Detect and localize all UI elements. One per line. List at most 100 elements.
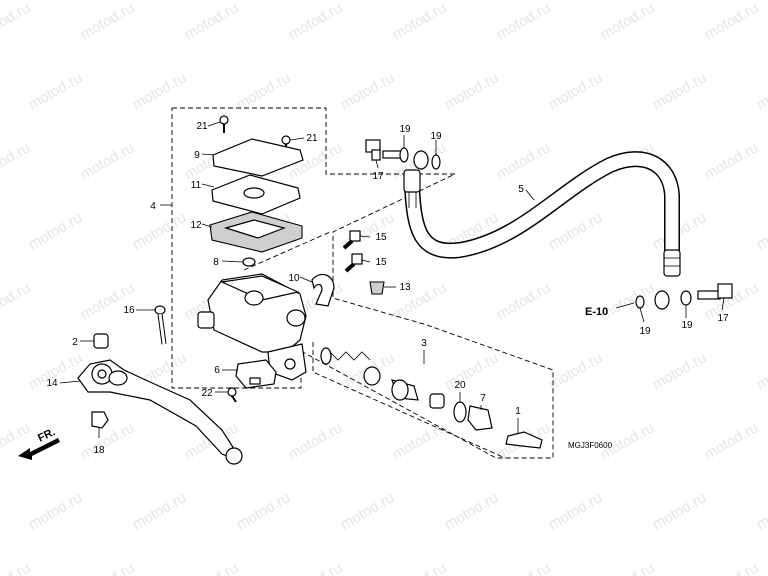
watermark-text: motod.ru bbox=[546, 209, 606, 253]
watermark-text: motod.ru bbox=[754, 69, 768, 113]
callout-10: 10 bbox=[288, 273, 300, 284]
pivot-bolt bbox=[154, 305, 167, 345]
hose-fitting-lower bbox=[663, 249, 681, 277]
watermark-text: motod.ru bbox=[234, 489, 294, 533]
push-rod bbox=[505, 431, 543, 449]
watermark-text: motod.ru bbox=[702, 139, 762, 183]
rubber-cap bbox=[369, 281, 385, 295]
pivot-collar bbox=[93, 333, 109, 349]
callout-6: 6 bbox=[214, 365, 220, 376]
watermark-text: motod.ru bbox=[78, 0, 138, 43]
callout-layer: 21 21 9 11 12 4 8 10 16 2 14 18 6 22 3 2… bbox=[46, 121, 729, 456]
callout-19: 19 bbox=[399, 124, 411, 135]
piston-boot bbox=[467, 405, 493, 431]
watermark-text: motod.ru bbox=[650, 69, 710, 113]
leader-lines bbox=[59, 121, 725, 438]
watermark-text: motod.ru bbox=[130, 209, 190, 253]
watermark-text: motod.ru bbox=[130, 69, 190, 113]
callout-3: 3 bbox=[421, 338, 427, 349]
callout-13: 13 bbox=[399, 282, 411, 293]
watermark-text: motod.ru bbox=[598, 0, 658, 43]
upper-banjo-group bbox=[365, 139, 441, 170]
watermark-text: motod.ru bbox=[702, 419, 762, 463]
watermark-text: motod.ru bbox=[754, 489, 768, 533]
callout-5: 5 bbox=[518, 184, 524, 195]
watermark-text: motod.ru bbox=[494, 559, 554, 576]
watermark-text: motod.ru bbox=[702, 0, 762, 43]
callout-2: 2 bbox=[72, 337, 78, 348]
callout-12: 12 bbox=[190, 220, 202, 231]
banjo-bolt-lower-head bbox=[717, 283, 733, 299]
reference-tag: E-10 bbox=[585, 306, 608, 318]
callout-21: 21 bbox=[306, 133, 318, 144]
callout-19: 19 bbox=[639, 326, 651, 337]
reservoir-cap bbox=[212, 138, 304, 177]
circlip bbox=[453, 401, 467, 423]
callout-18: 18 bbox=[93, 445, 105, 456]
watermark-text: motod.ru bbox=[494, 139, 554, 183]
watermark-text: motod.ru bbox=[442, 69, 502, 113]
watermark-text: motod.ru bbox=[650, 349, 710, 393]
watermark-text: motod.ru bbox=[78, 419, 138, 463]
watermark-text: motod.ru bbox=[494, 0, 554, 43]
watermark-text: motod.ru bbox=[650, 489, 710, 533]
callout-21: 21 bbox=[196, 121, 208, 132]
callout-4: 4 bbox=[150, 201, 156, 212]
watermark-text: motod.ru bbox=[130, 489, 190, 533]
watermark-text: motod.ru bbox=[0, 559, 33, 576]
callout-20: 20 bbox=[454, 380, 466, 391]
banjo-eye-lower bbox=[654, 290, 670, 310]
watermark-text: motod.ru bbox=[78, 279, 138, 323]
watermark-text: motod.ru bbox=[0, 0, 33, 43]
watermark-text: motod.ru bbox=[390, 419, 450, 463]
watermark-text: motod.ru bbox=[546, 489, 606, 533]
pivot-nut bbox=[91, 411, 109, 429]
lever-ball-end bbox=[225, 447, 243, 465]
watermark-text: motod.ru bbox=[442, 489, 502, 533]
callout-14: 14 bbox=[46, 378, 58, 389]
sealing-washer-upper-b bbox=[431, 154, 441, 170]
callout-22: 22 bbox=[201, 388, 213, 399]
watermark-text: motod.ru bbox=[182, 0, 242, 43]
clutch-switch bbox=[235, 359, 277, 389]
clutch-lever bbox=[77, 359, 243, 465]
watermark-text: motod.ru bbox=[338, 69, 398, 113]
watermark-text: motod.ru bbox=[78, 559, 138, 576]
watermark-text: motod.ru bbox=[234, 69, 294, 113]
banjo-bolt-lower-thread bbox=[697, 290, 721, 300]
watermark-text: motod.ru bbox=[390, 559, 450, 576]
watermark-text: motod.ru bbox=[0, 279, 33, 323]
watermark-text: motod.ru bbox=[494, 279, 554, 323]
watermark-text: motod.ru bbox=[702, 559, 762, 576]
callout-11: 11 bbox=[191, 180, 202, 191]
callout-1: 1 bbox=[515, 406, 521, 417]
clamp-holder bbox=[311, 273, 335, 307]
watermark-text: motod.ru bbox=[26, 69, 86, 113]
watermark-text: motod.ru bbox=[754, 349, 768, 393]
piston-kit-outline bbox=[312, 342, 506, 459]
watermark-text: motod.ru bbox=[598, 559, 658, 576]
callout-19: 19 bbox=[430, 131, 442, 142]
watermark-text: motod.ru bbox=[546, 69, 606, 113]
clutch-hose bbox=[403, 151, 681, 277]
sealing-washer-upper-a bbox=[399, 147, 409, 163]
callout-7: 7 bbox=[480, 393, 486, 404]
callout-17: 17 bbox=[717, 313, 729, 324]
watermark-text: motod.ru bbox=[26, 489, 86, 533]
bleeder-screw bbox=[242, 257, 256, 267]
callout-15: 15 bbox=[375, 232, 387, 243]
watermark-text: motod.ru bbox=[182, 559, 242, 576]
watermark-text: motod.ru bbox=[286, 559, 346, 576]
watermark-text: motod.ru bbox=[754, 209, 768, 253]
watermark-text: motod.ru bbox=[390, 0, 450, 43]
sealing-washer-lower-b bbox=[680, 290, 692, 306]
diagram-code: MGJ3F0600 bbox=[568, 441, 613, 450]
callout-15: 15 bbox=[375, 257, 387, 268]
piston-kit bbox=[320, 347, 445, 409]
lower-banjo-group bbox=[635, 283, 733, 310]
watermark-text: motod.ru bbox=[26, 209, 86, 253]
watermark-text: motod.ru bbox=[286, 419, 346, 463]
watermark-text: motod.ru bbox=[442, 349, 502, 393]
